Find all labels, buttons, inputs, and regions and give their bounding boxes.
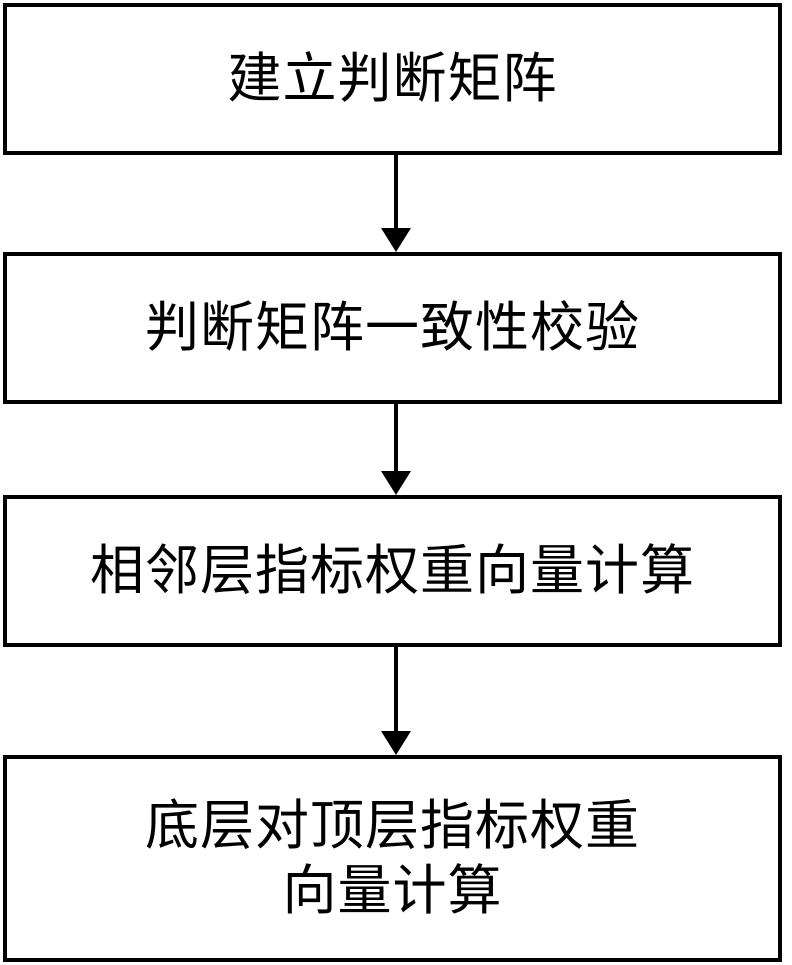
arrow-3-to-4 <box>381 647 411 755</box>
flowchart-step-adjacent-layer-weights: 相邻层指标权重向量计算 <box>3 495 782 647</box>
flowchart-step-build-judgment-matrix: 建立判断矩阵 <box>3 3 782 155</box>
step-label-line: 底层对顶层指标权重 <box>145 793 640 857</box>
arrow-2-to-3 <box>381 404 411 495</box>
step-label-line: 向量计算 <box>282 858 503 922</box>
step-label: 相邻层指标权重向量计算 <box>90 538 695 602</box>
step-label: 判断矩阵一致性校验 <box>145 295 640 359</box>
step-label: 底层对顶层指标权重 向量计算 <box>145 794 640 924</box>
flowchart-step-consistency-check: 判断矩阵一致性校验 <box>3 252 782 404</box>
arrow-1-to-2 <box>381 155 411 252</box>
step-label: 建立判断矩阵 <box>227 46 558 110</box>
flowchart-step-bottom-to-top-weights: 底层对顶层指标权重 向量计算 <box>3 755 782 962</box>
